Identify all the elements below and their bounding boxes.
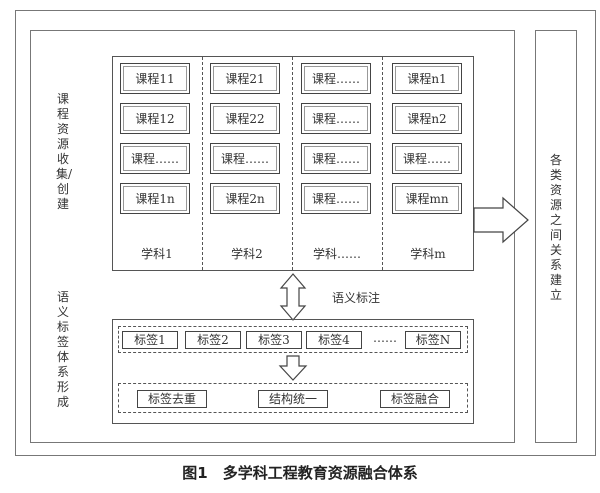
column-divider — [382, 57, 383, 270]
collection-label: 课程资源收集/创建 — [56, 92, 73, 211]
course-area — [112, 56, 474, 271]
tag-item: 标签3 — [246, 331, 302, 349]
course-box: 课程mn — [392, 183, 462, 214]
process-item: 标签融合 — [380, 390, 450, 408]
subject-label: 学科…… — [312, 247, 361, 261]
course-box: 课程…… — [392, 143, 462, 174]
course-box: 课程…… — [301, 183, 371, 214]
tag-ellipsis: …… — [373, 331, 397, 345]
relationship-panel — [535, 30, 577, 443]
semantic-annotation-label: 语义标注 — [332, 291, 381, 305]
resource-system-frame — [30, 30, 515, 443]
subject-label: 学科2 — [231, 247, 263, 261]
relationship-label: 各类资源之间关系建立 — [549, 153, 562, 302]
course-box: 课程11 — [120, 63, 190, 94]
tag-item: 标签2 — [185, 331, 241, 349]
course-box: 课程n2 — [392, 103, 462, 134]
figure-caption: 图1 多学科工程教育资源融合体系 — [182, 464, 418, 482]
column-divider — [292, 57, 293, 270]
course-box: 课程…… — [120, 143, 190, 174]
tag-system-box — [112, 319, 474, 424]
tag-item: 标签4 — [306, 331, 362, 349]
course-box: 课程21 — [210, 63, 280, 94]
course-box: 课程…… — [301, 143, 371, 174]
course-box: 课程22 — [210, 103, 280, 134]
process-row — [118, 383, 468, 413]
tag-row — [118, 326, 468, 353]
subject-label: 学科1 — [141, 247, 173, 261]
course-box: 课程n1 — [392, 63, 462, 94]
course-box: 课程12 — [120, 103, 190, 134]
outer-frame — [15, 10, 596, 456]
process-item: 结构统一 — [258, 390, 328, 408]
tag-item: 标签1 — [122, 331, 178, 349]
subject-label: 学科m — [410, 247, 446, 261]
tagging-label: 语义标签体系形成 — [56, 290, 69, 409]
process-item: 标签去重 — [137, 390, 207, 408]
course-box: 课程…… — [210, 143, 280, 174]
course-box: 课程…… — [301, 63, 371, 94]
course-box: 课程1n — [120, 183, 190, 214]
course-box: 课程…… — [301, 103, 371, 134]
column-divider — [202, 57, 203, 270]
tag-item: 标签N — [405, 331, 461, 349]
course-box: 课程2n — [210, 183, 280, 214]
